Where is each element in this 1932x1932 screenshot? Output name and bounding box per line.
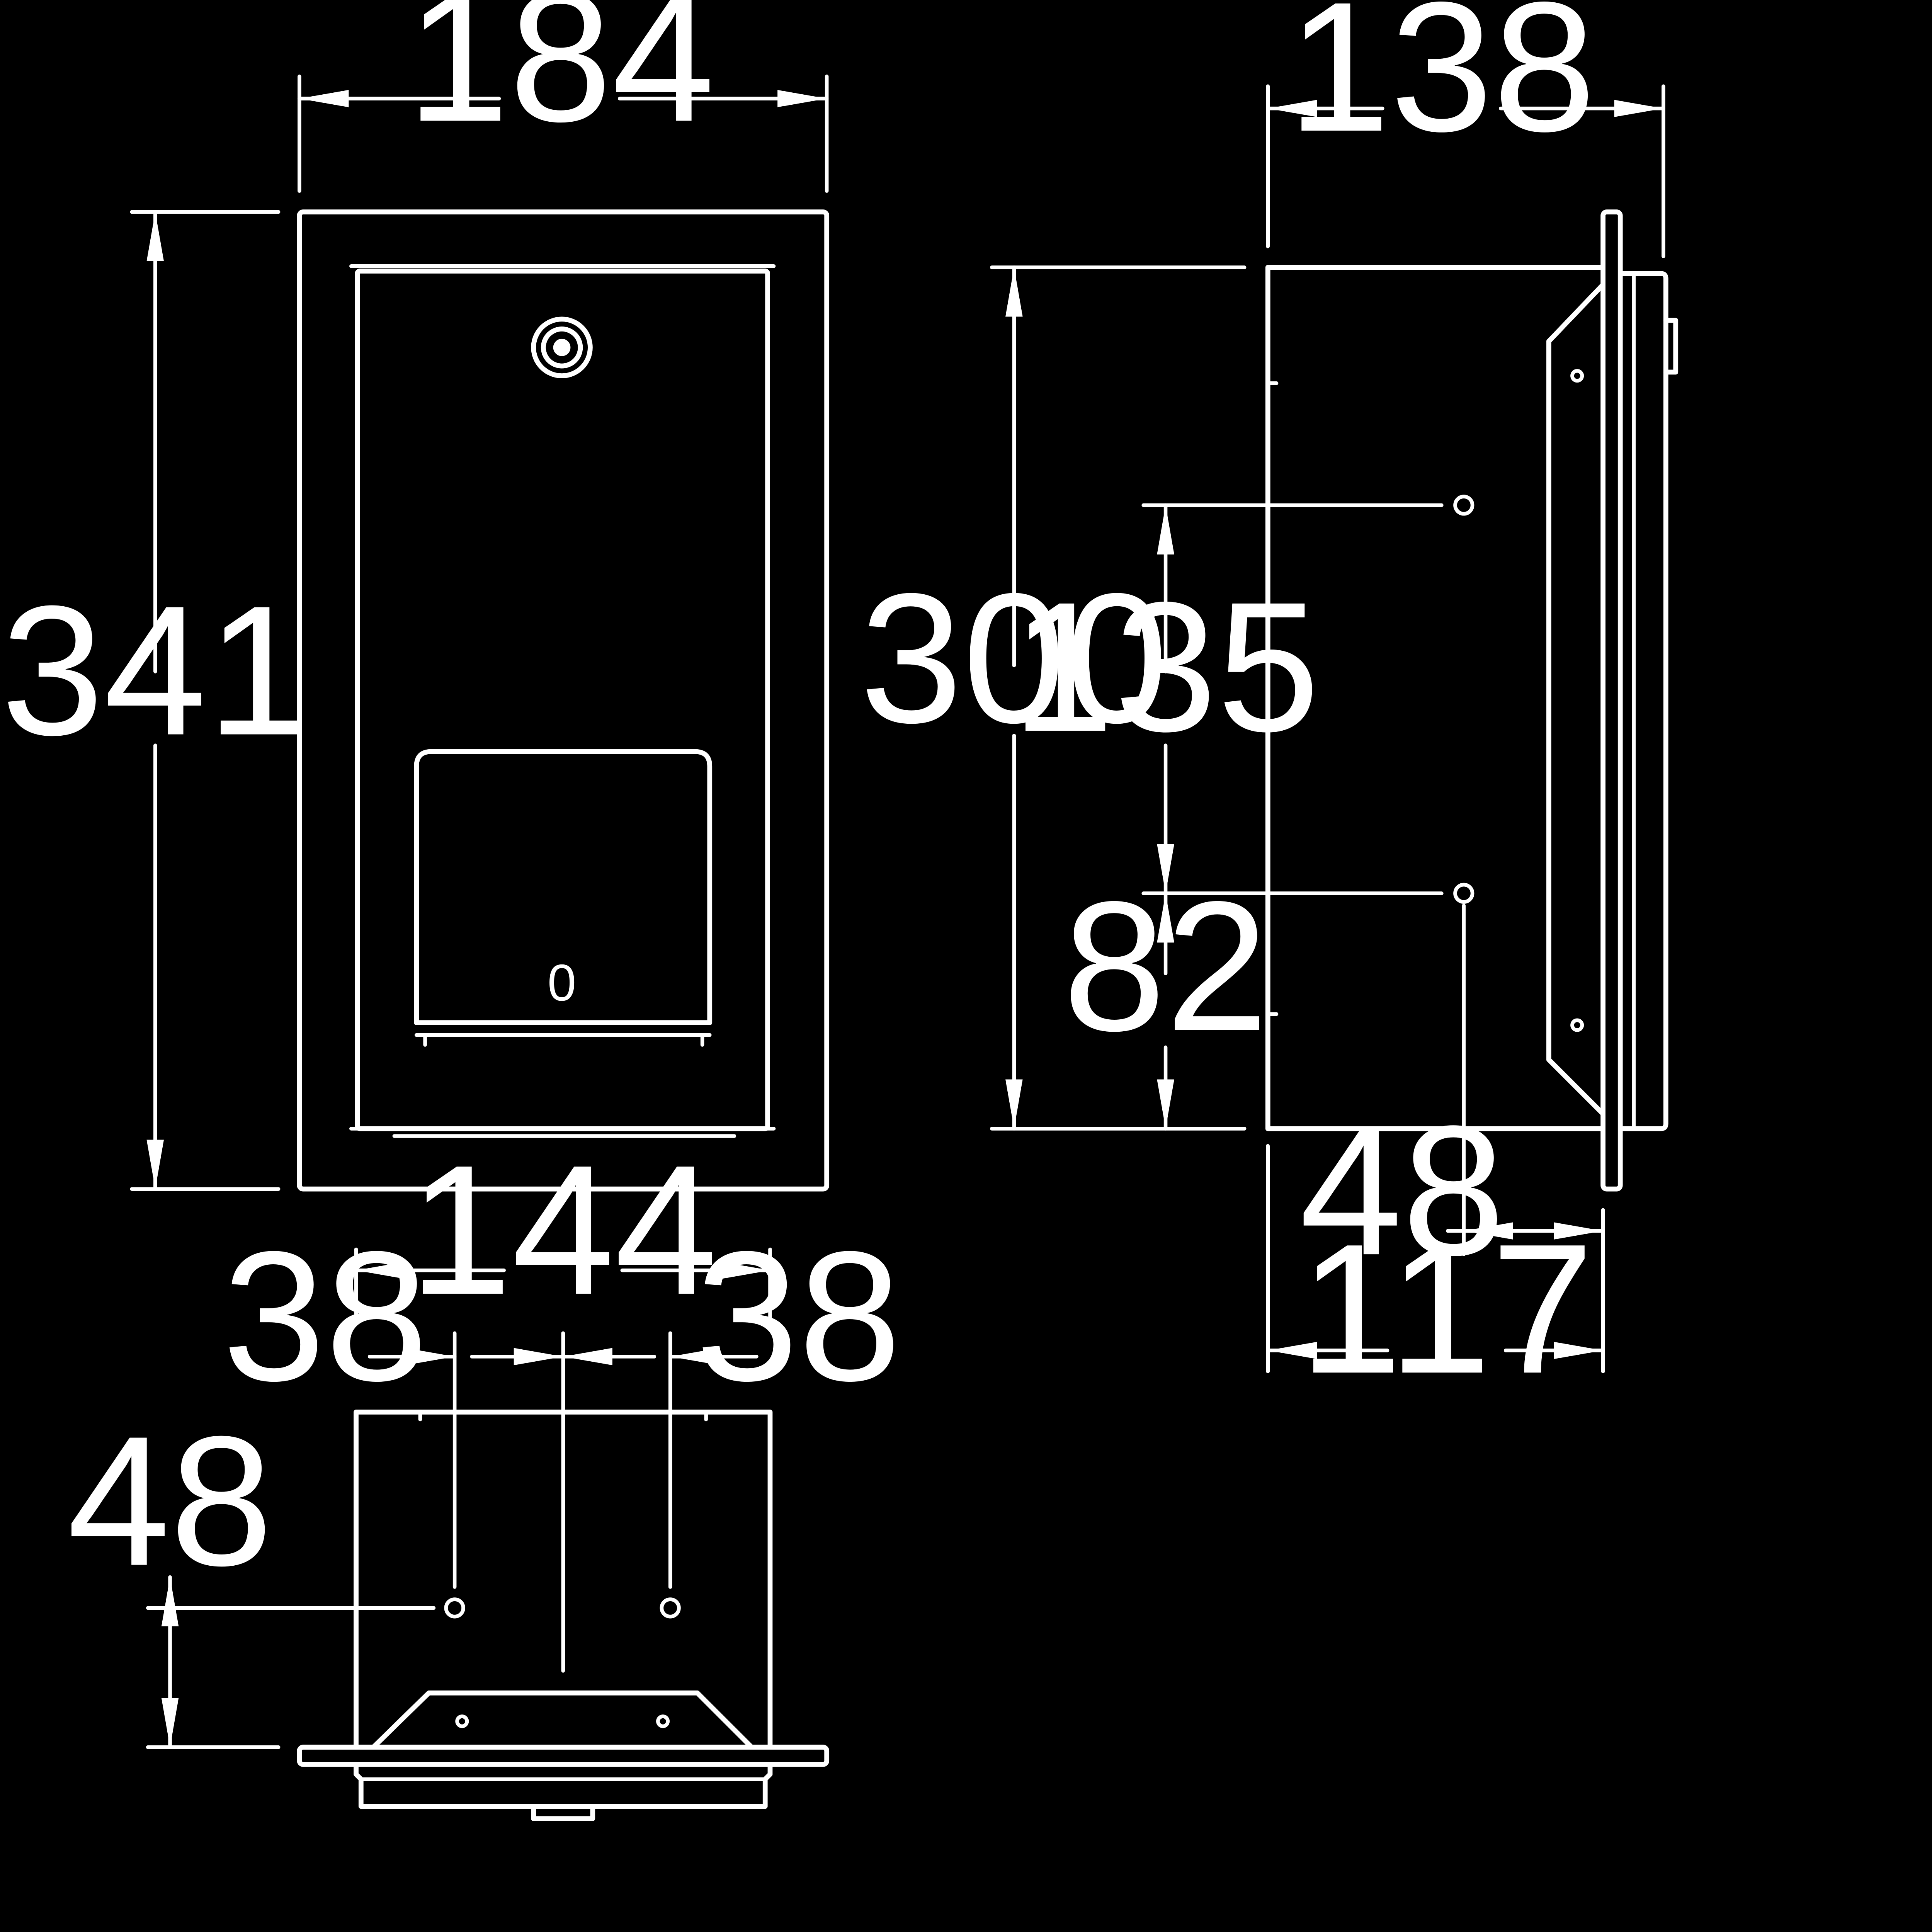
mounting-hole-bottom (1453, 883, 1475, 904)
top-flange (297, 1745, 830, 1767)
outer-frame (297, 209, 830, 1192)
lock-knob (1663, 318, 1679, 375)
body-depth-label: 117 (1299, 1206, 1594, 1412)
front-width-label: 184 (406, 0, 715, 160)
top-knob (531, 1804, 595, 1821)
front-height-label: 341 (1, 568, 310, 774)
paper-dispenser-opening (414, 749, 713, 1026)
side-height-label: 300 (860, 555, 1168, 762)
inner-bracket (1546, 283, 1604, 1115)
top-view: 144 38 38 48 (67, 1127, 901, 1821)
bracket-screw-right (656, 1714, 670, 1728)
mounting-hole-top (1453, 495, 1475, 516)
box-body (1265, 265, 1604, 1131)
door-bottom-edge (349, 1127, 776, 1138)
mounting-hole-left (444, 1597, 465, 1619)
front-view: 0 184 341 (1, 0, 830, 1192)
flange (1600, 209, 1623, 1192)
side-view: 138 300 135 82 48 117 (860, 0, 1679, 1412)
hole-inset-label: 48 (1299, 1087, 1505, 1294)
right-hole-label: 38 (696, 1213, 901, 1419)
bracket-screw-bottom (1570, 1018, 1584, 1032)
top-door (354, 1762, 773, 1809)
door-glyph: 0 (548, 954, 576, 1012)
lock-icon (531, 316, 593, 378)
hole-spacing-label: 135 (1012, 564, 1320, 770)
bracket-screw-left (455, 1714, 469, 1728)
top-bracket (371, 1690, 754, 1750)
dispenser-shelf (415, 1033, 712, 1047)
door-profile (1619, 271, 1668, 1131)
hole-depth-label: 48 (67, 1398, 273, 1604)
hole-bottom-label: 82 (1063, 863, 1269, 1070)
top-width-label: 144 (409, 1127, 717, 1333)
mounting-hole-right (660, 1597, 681, 1619)
bracket-screw-top (1570, 369, 1584, 383)
side-depth-label: 138 (1287, 0, 1596, 170)
left-hole-label: 38 (223, 1213, 428, 1419)
